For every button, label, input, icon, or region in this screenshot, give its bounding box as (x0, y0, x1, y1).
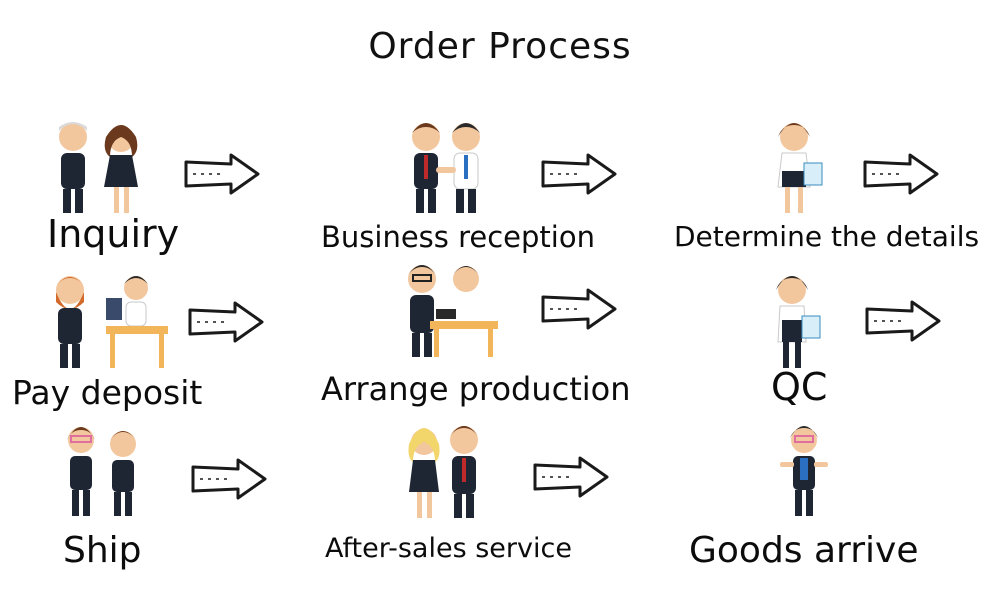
people-at-desk-icon (56, 276, 168, 368)
arrow-icon (533, 456, 609, 498)
arrow-icon (184, 153, 260, 195)
step-label-qc: QC (771, 365, 828, 409)
two-people-icon (59, 122, 138, 213)
step-label-pay-deposit: Pay deposit (12, 373, 203, 412)
step-label-ship: Ship (63, 530, 142, 571)
two-people-icon (408, 426, 478, 518)
step-label-determine-the-details: Determine the details (674, 220, 980, 253)
arrow-icon (863, 153, 939, 195)
person-waving-icon (780, 426, 828, 516)
step-label-inquiry: Inquiry (47, 212, 180, 256)
arrow-icon (188, 301, 264, 343)
arrow-icon (541, 153, 617, 195)
step-label-after-sales-service: After-sales service (325, 533, 572, 564)
person-with-clipboard-icon (777, 123, 823, 213)
person-with-clipboard-icon (776, 276, 821, 368)
diagram-title: Order Process (368, 26, 632, 67)
arrow-icon (865, 300, 941, 342)
step-label-business-reception: Business reception (321, 220, 595, 254)
arrow-icon (541, 288, 617, 330)
step-label-goods-arrive: Goods arrive (689, 530, 919, 571)
step-label-arrange-production: Arrange production (321, 370, 631, 408)
arrow-icon (191, 458, 267, 500)
handshake-people-icon (412, 123, 480, 213)
people-at-desk-icon (408, 265, 498, 357)
two-people-icon (67, 427, 136, 516)
